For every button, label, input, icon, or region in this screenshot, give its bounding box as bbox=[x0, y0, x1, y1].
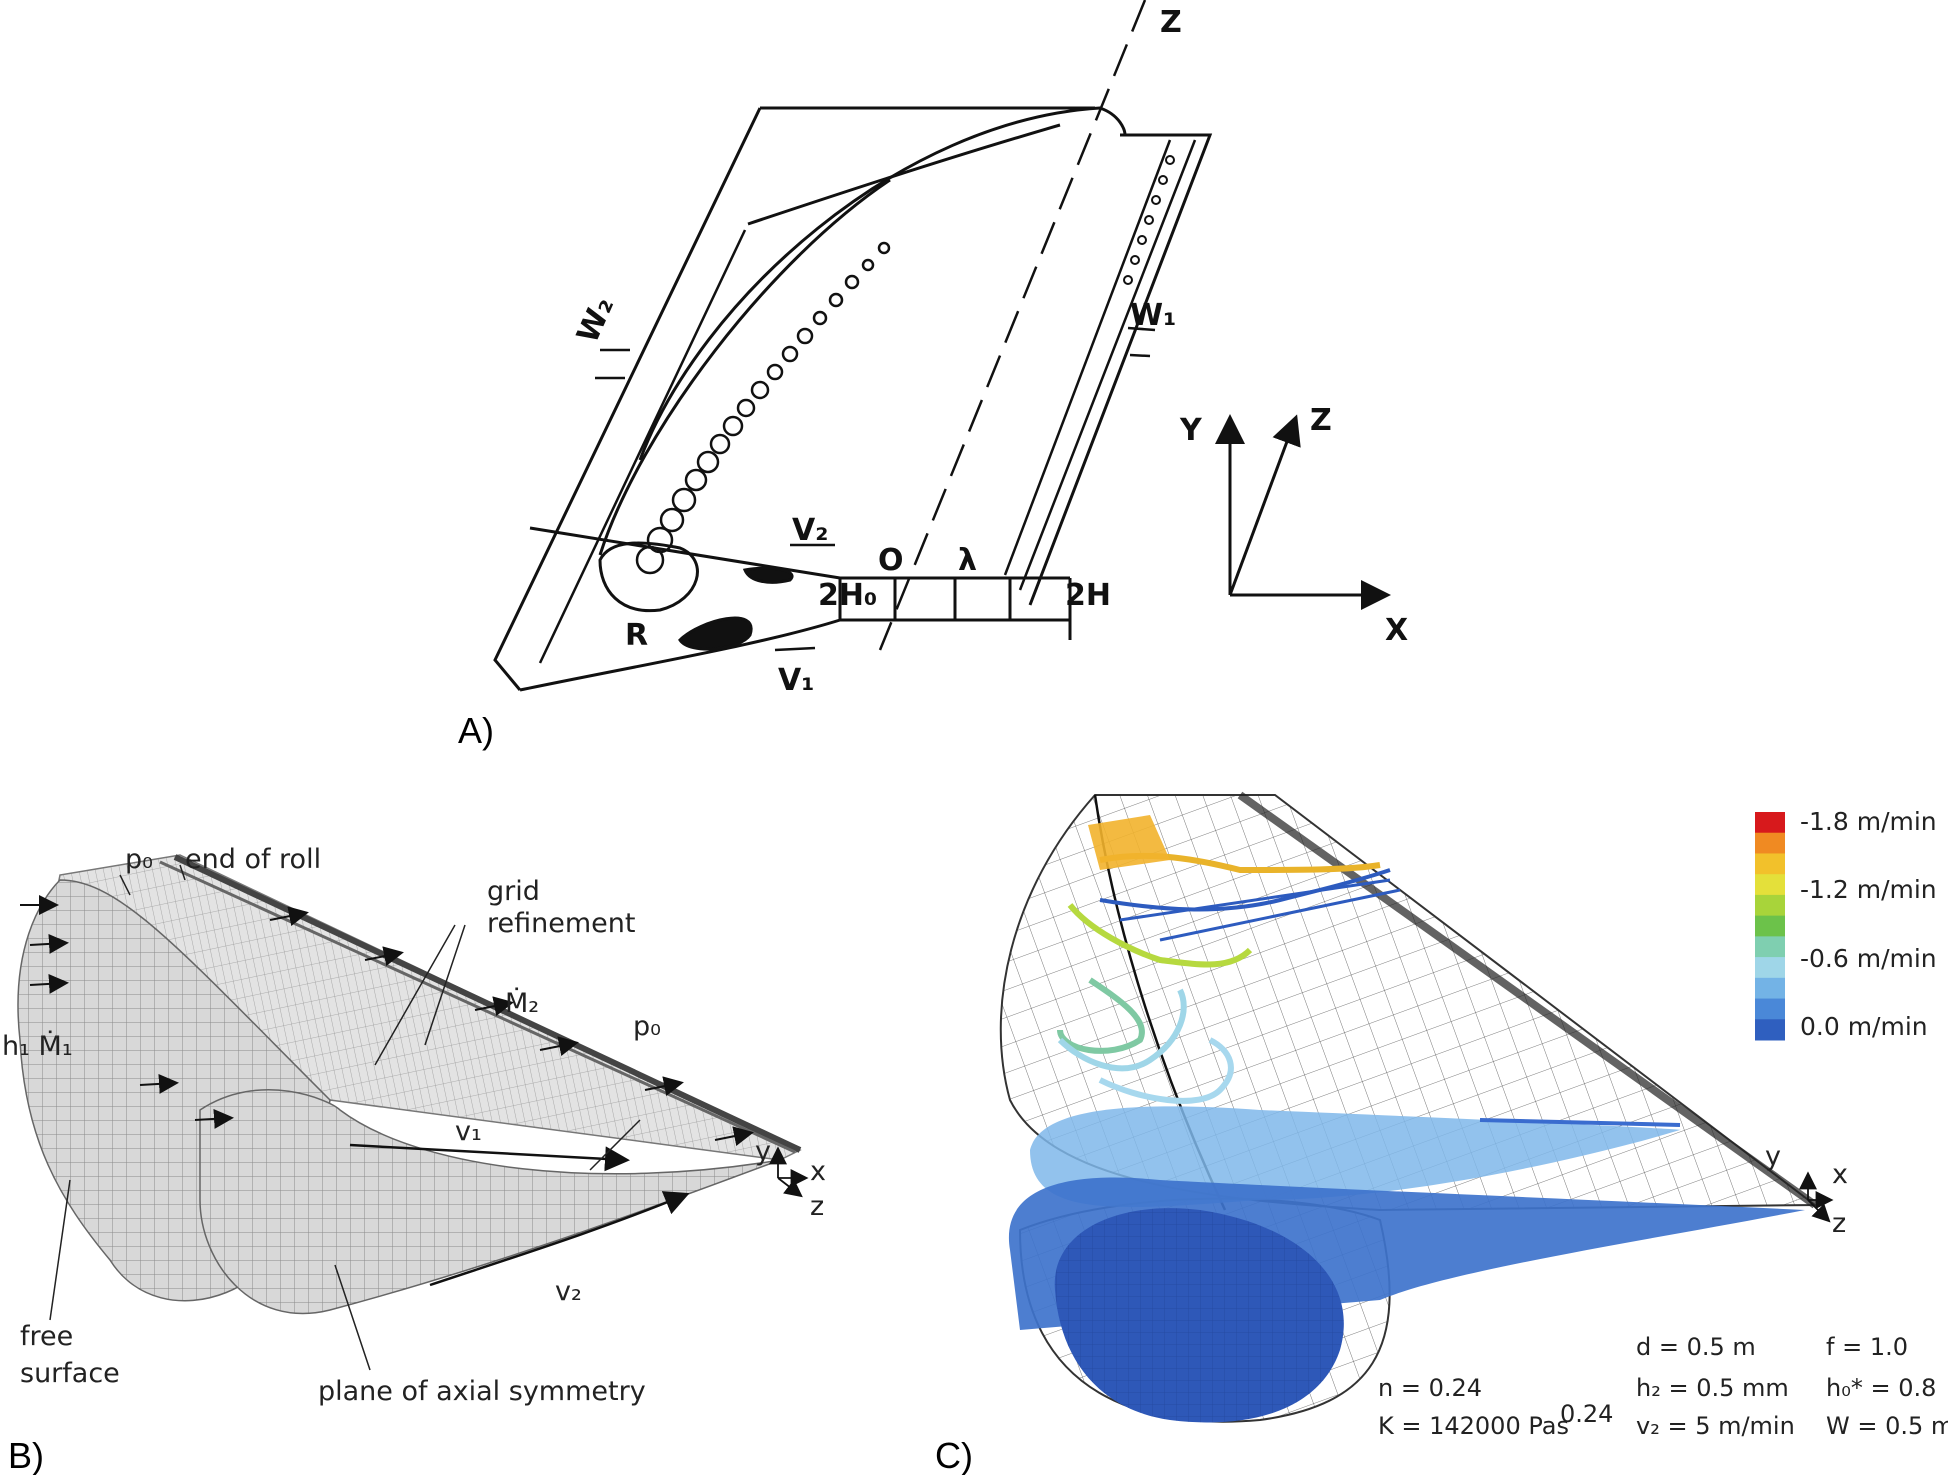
b-coord bbox=[769, 1146, 809, 1198]
param-h0: h₀* = 0.8 bbox=[1826, 1374, 1936, 1402]
label-surface: surface bbox=[20, 1358, 120, 1389]
legend-swatch bbox=[1755, 812, 1785, 834]
legend-swatch bbox=[1755, 977, 1785, 1000]
velocity-legend bbox=[1755, 812, 1785, 1041]
panel-c-params: n = 0.24 K = 142000 Pas 0.24 d = 0.5 m h… bbox=[935, 1141, 1948, 1475]
label-y: Y bbox=[1179, 413, 1203, 448]
param-w: W = 0.5 m bbox=[1826, 1412, 1948, 1440]
v2-arrow bbox=[429, 1191, 690, 1287]
label-b-x: x bbox=[810, 1156, 826, 1187]
label-x: X bbox=[1385, 613, 1408, 648]
lower-nip-line bbox=[519, 618, 1070, 692]
label-r: R bbox=[625, 618, 648, 653]
label-zero: O bbox=[878, 543, 904, 578]
label-v2: V₂ bbox=[792, 513, 828, 548]
label-z-top: Z bbox=[1160, 5, 1182, 40]
flow-arrows bbox=[20, 895, 754, 1146]
label-end-of-roll: end of roll bbox=[185, 844, 321, 875]
label-2h0: 2H₀ bbox=[818, 578, 877, 613]
label-c-x: x bbox=[1832, 1159, 1848, 1190]
label-w2: W₂ bbox=[570, 292, 621, 348]
legend-label-4: 0.0 m/min bbox=[1800, 1012, 1928, 1041]
legend-label-2: -1.2 m/min bbox=[1800, 875, 1937, 904]
param-k-exp: 0.24 bbox=[1560, 1400, 1613, 1428]
label-w1: W₁ bbox=[1130, 298, 1176, 333]
label-b-z: z bbox=[810, 1191, 824, 1222]
legend-labels: -1.8 m/min -1.2 m/min -0.6 m/min 0.0 m/m… bbox=[1800, 807, 1937, 1041]
panel-b-diagram bbox=[17, 854, 809, 1371]
legend-swatch bbox=[1755, 853, 1785, 875]
label-v2: v₂ bbox=[555, 1276, 582, 1307]
coil-circles bbox=[635, 241, 891, 575]
panel-b-labels: p₀ end of roll grid refinement Ṁ₂ p₀ h₁ … bbox=[2, 844, 826, 1475]
label-p0-top: p₀ bbox=[125, 844, 153, 875]
legend-swatch bbox=[1755, 874, 1785, 896]
label-lambda: λ bbox=[958, 543, 977, 578]
roll-top-curve bbox=[638, 106, 1127, 461]
legend-swatch bbox=[1755, 1019, 1785, 1041]
label-z: Z bbox=[1310, 403, 1332, 438]
panel-c-label: C) bbox=[935, 1435, 973, 1475]
param-h2: h₂ = 0.5 mm bbox=[1636, 1374, 1789, 1402]
legend-swatch bbox=[1755, 832, 1785, 854]
legend-swatch bbox=[1755, 957, 1785, 979]
symmetry-plane-mesh bbox=[199, 1089, 781, 1315]
label-p0-right: p₀ bbox=[633, 1011, 661, 1042]
label-v1: V₁ bbox=[778, 663, 814, 698]
label-c-z: z bbox=[1832, 1208, 1846, 1239]
param-d: d = 0.5 m bbox=[1636, 1333, 1756, 1361]
panel-b-label: B) bbox=[8, 1435, 44, 1475]
c-coord bbox=[1799, 1171, 1834, 1223]
legend-swatch bbox=[1755, 915, 1785, 937]
param-k: K = 142000 Pas bbox=[1378, 1412, 1569, 1440]
z-axis-dashed bbox=[878, 0, 1147, 651]
label-refinement: refinement bbox=[487, 908, 635, 939]
legend-swatch bbox=[1755, 998, 1785, 1020]
panel-a-diagram bbox=[493, 0, 1391, 692]
left-plate-edge bbox=[493, 107, 762, 691]
v1-arrow bbox=[349, 1143, 630, 1172]
right-plate-edge bbox=[1028, 133, 1213, 606]
label-2h: 2H bbox=[1065, 578, 1111, 613]
axis-z-arrow bbox=[1228, 414, 1301, 596]
param-n: n = 0.24 bbox=[1378, 1374, 1482, 1402]
param-v2: v₂ = 5 m/min bbox=[1636, 1412, 1795, 1440]
label-v1: v₁ bbox=[455, 1116, 482, 1147]
legend-label-1: -1.8 m/min bbox=[1800, 807, 1937, 836]
label-c-y: y bbox=[1765, 1141, 1781, 1172]
param-f: f = 1.0 bbox=[1826, 1333, 1908, 1361]
label-b-y: y bbox=[755, 1136, 771, 1167]
legend-swatch bbox=[1755, 894, 1785, 917]
label-grid: grid bbox=[487, 876, 540, 907]
legend-label-3: -0.6 m/min bbox=[1800, 944, 1937, 973]
label-free: free bbox=[20, 1321, 73, 1352]
label-h1-m1: h₁ Ṁ₁ bbox=[2, 1030, 73, 1062]
panel-c-diagram bbox=[999, 791, 1834, 1423]
legend-swatch bbox=[1755, 936, 1785, 958]
label-plane-axial: plane of axial symmetry bbox=[318, 1376, 646, 1407]
right-coil bbox=[1123, 155, 1175, 285]
label-m2: Ṁ₂ bbox=[505, 987, 539, 1019]
panel-a-label: A) bbox=[458, 710, 494, 751]
